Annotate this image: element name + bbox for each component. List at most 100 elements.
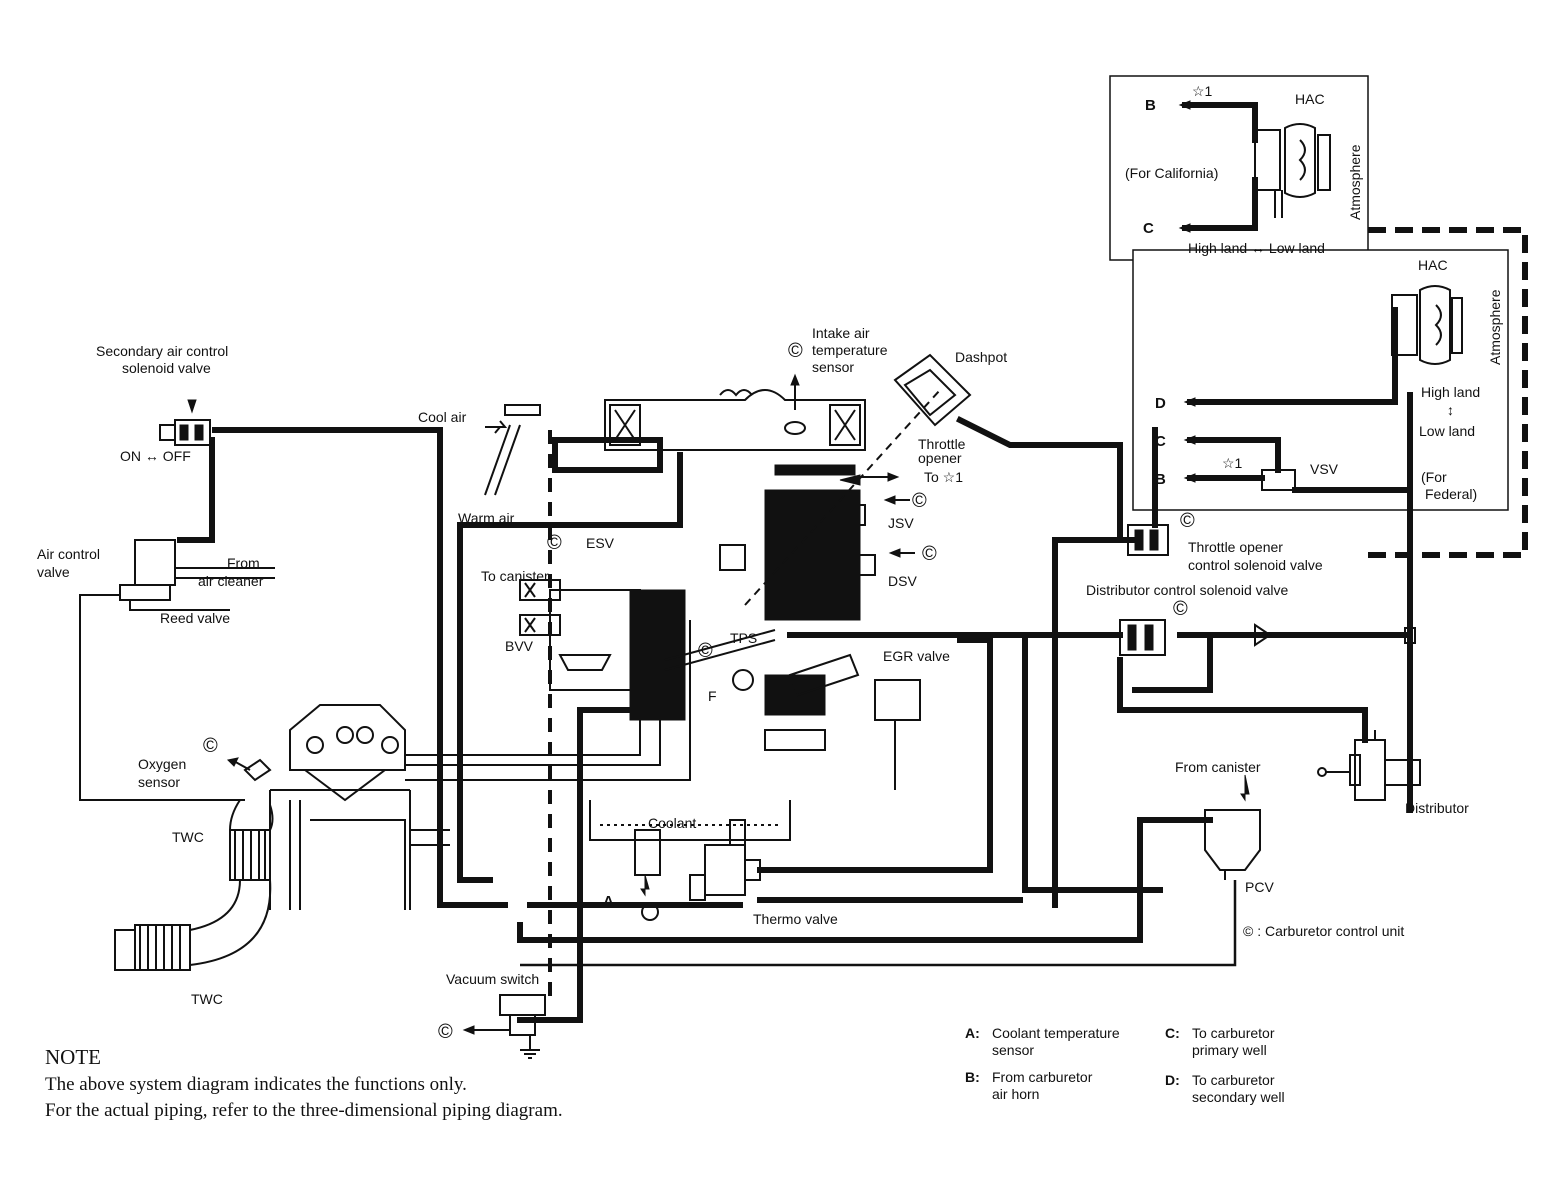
throttle-opener-ctrl-label-1: Throttle opener [1188,539,1283,555]
legend-c-line2: primary well [1192,1042,1267,1058]
hac-fed-label: HAC [1418,257,1448,273]
low-land-label: Low land [1419,423,1475,439]
engine-block [269,620,691,910]
dsv-label: DSV [888,573,917,589]
legend-b-line1: From carburetor [992,1069,1093,1085]
tps-label: TPS [730,630,757,646]
dashpot [893,353,972,427]
distributor [1317,730,1421,801]
star1-ca-label: ☆1 [1192,83,1213,99]
updown-label: ↕ [1447,402,1454,418]
d-fed-label: D [1155,395,1166,412]
vsv-label: VSV [1310,461,1339,477]
note-line-2: For the actual piping, refer to the thre… [45,1100,563,1121]
warm-air-label: Warm air [458,510,515,526]
vacuum-switch [462,994,546,1059]
legend-key-c: C: [1165,1025,1180,1041]
legend-key-a: A: [965,1025,980,1041]
legend-b-line2: air horn [992,1086,1039,1102]
hac-california-inset [1109,75,1369,261]
oxygen-sensor [226,757,272,782]
c-ca-label: C [1143,220,1154,237]
b-fed-label: B [1155,471,1166,488]
atmosphere-fed-label: Atmosphere [1487,289,1503,365]
intake-sensor-label-2: temperature [812,342,888,358]
intake-c-symbol: © [788,340,803,362]
dsv-c-symbol: © [922,543,937,565]
legend-key-b: B: [965,1069,980,1085]
throttle-opener-label-1: Throttle [918,436,966,452]
secondary-air-solenoid [159,399,211,446]
esv-c-symbol: © [547,532,562,554]
vacuum-switch-c-symbol: © [438,1021,453,1043]
twc-label-2: TWC [191,991,223,1007]
atmosphere-ca-label: Atmosphere [1347,144,1363,220]
jsv-c-symbol: © [912,490,927,512]
b-ca-label: B [1145,97,1156,114]
legend-a-line2: sensor [992,1042,1034,1058]
labels: HAC ☆1 B C (For California) Atmosphere H… [37,83,1503,1043]
oxygen-sensor-label-1: Oxygen [138,756,186,772]
legend-a-line1: Coolant temperature [992,1025,1120,1041]
f-label: F [708,688,717,704]
cool-air-label: Cool air [418,409,467,425]
for-california-label: (For California) [1125,165,1218,181]
high-land-label: High land [1421,384,1480,400]
tps-c-symbol: © [698,640,713,662]
throttle-opener-label-2: opener [918,450,962,466]
distributor-label: Distributor [1405,800,1469,816]
star1-fed-label: ☆1 [1222,455,1243,471]
carburetor-control-unit-legend: © : Carburetor control unit [1243,923,1404,939]
note-block: NOTE The above system diagram indicates … [45,1045,563,1121]
air-control-label-2: valve [37,564,70,580]
secondary-air-label-2: solenoid valve [122,360,211,376]
from-canister-label: From canister [1175,759,1261,775]
carburetor [519,389,941,790]
secondary-air-label-1: Secondary air control [96,343,228,359]
highland-lowland-ca-label: High land ↔ Low land [1188,240,1325,256]
egr-valve-label: EGR valve [883,648,950,664]
hac-federal-inset [1132,249,1509,511]
twc-label-1: TWC [172,829,204,845]
to-canister-label: To canister [481,568,549,584]
a-label: A [603,893,614,910]
oxygen-c-symbol: © [203,735,218,757]
on-off-label: ON ↔ OFF [120,448,191,464]
solenoid-valves [1119,524,1416,656]
from-air-cleaner-label-2: air cleaner [198,573,264,589]
for-federal-label-2: Federal) [1425,486,1477,502]
intake-sensor-label-1: Intake air [812,325,870,341]
bvv-label: BVV [505,638,534,654]
thermo-valve-label: Thermo valve [753,911,838,927]
reed-valve-label: Reed valve [160,610,230,626]
distributor-ctrl-label: Distributor control solenoid valve [1086,582,1289,598]
hac-ca-label: HAC [1295,91,1325,107]
legend-key-d: D: [1165,1072,1180,1088]
air-control-label-1: Air control [37,546,100,562]
oxygen-sensor-label-2: sensor [138,774,180,790]
from-air-cleaner-label-1: From [227,555,260,571]
vacuum-switch-label: Vacuum switch [446,971,539,987]
vacuum-pipes [177,392,1413,1023]
legend-d-line2: secondary well [1192,1089,1285,1105]
pcv-label: PCV [1245,879,1274,895]
throttle-opener-ctrl-c-symbol: © [1180,510,1195,532]
coolant-thermo-valve [589,800,791,921]
dashpot-label: Dashpot [955,349,1007,365]
coolant-label: Coolant [648,815,696,831]
distributor-ctrl-c-symbol: © [1173,598,1188,620]
flow-arrows [790,373,915,558]
air-intake-duct [484,404,541,496]
for-federal-label-1: (For [1421,469,1447,485]
to-star1-label: To ☆1 [924,469,963,485]
legend-c-line1: To carburetor [1192,1025,1275,1041]
esv-label: ESV [586,535,615,551]
jsv-label: JSV [888,515,914,531]
note-title: NOTE [45,1045,101,1069]
throttle-opener-ctrl-label-2: control solenoid valve [1188,557,1323,573]
intake-sensor-label-3: sensor [812,359,854,375]
note-line-1: The above system diagram indicates the f… [45,1074,467,1095]
air-control-valve [79,539,275,801]
c-fed-label: C [1155,433,1166,450]
